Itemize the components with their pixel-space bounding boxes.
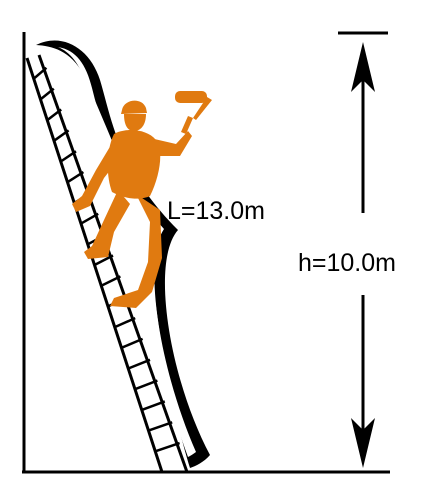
ladder-rung: [121, 337, 144, 349]
painter-figure-icon: [72, 91, 212, 308]
ladder-rung: [127, 358, 151, 370]
ladder-rung: [148, 421, 173, 432]
ladder-rung: [32, 66, 48, 80]
length-brace: [36, 40, 210, 468]
ladder-rung: [60, 150, 77, 163]
height-label: h=10.0m: [296, 249, 398, 277]
length-brace-highlight: [58, 47, 196, 457]
length-label: L=13.0m: [167, 197, 265, 225]
paint-roller-icon: [175, 91, 207, 103]
ladder-rung: [66, 171, 85, 184]
height-arrow-up-head: [351, 42, 375, 92]
ladder-rung: [46, 108, 62, 122]
ladder-rung: [80, 212, 99, 225]
ladder-rung: [93, 254, 114, 267]
ladder-rung: [141, 400, 166, 412]
ladder-rung: [53, 129, 70, 142]
height-arrow-down-head: [351, 418, 375, 468]
ladder-rung: [100, 275, 121, 287]
ladder-rung: [134, 379, 158, 391]
ladder-rung: [154, 441, 180, 453]
ladder-rung: [114, 316, 136, 329]
ladder-rung: [39, 87, 55, 101]
